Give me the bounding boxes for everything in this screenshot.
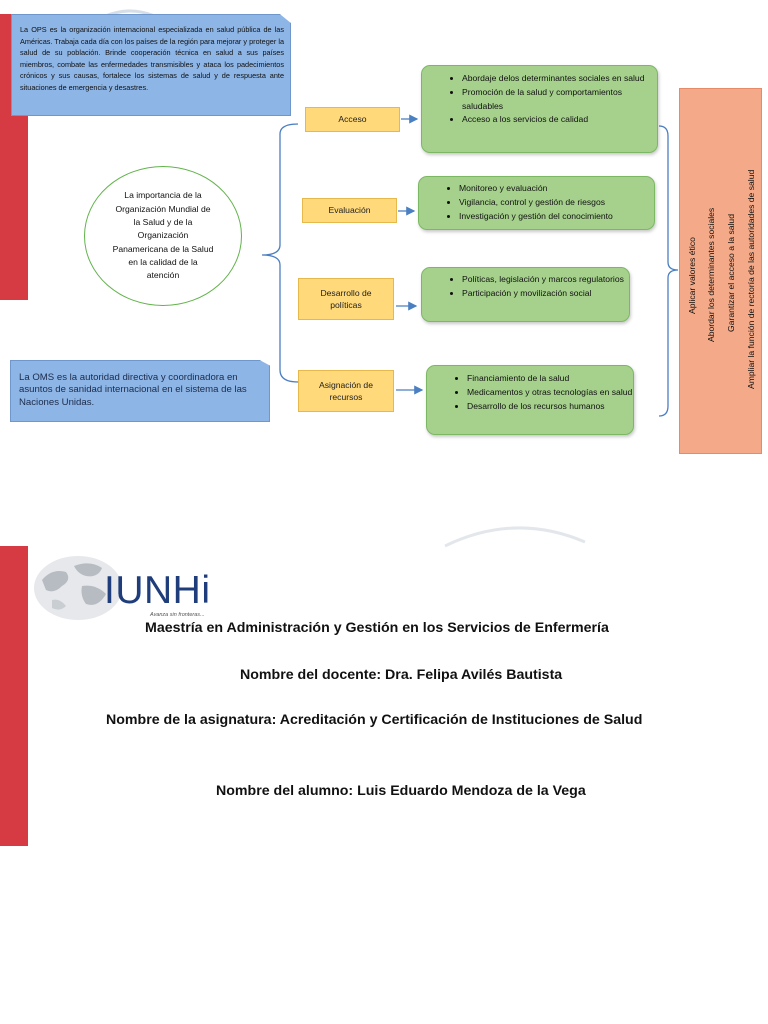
subject-name: Nombre de la asignatura: Acreditación y … <box>106 712 643 728</box>
detail-box-recursos: Financiamiento de la salud Medicamentos … <box>426 365 634 435</box>
category-box-evaluacion: Evaluación <box>302 198 397 223</box>
outcome-item: Aplicar valores ético <box>687 237 697 314</box>
outcomes-panel: Aplicar valores ético Abordar los determ… <box>679 88 762 454</box>
list-item: Monitoreo y evaluación <box>459 182 654 196</box>
list-item: Desarrollo de los recursos humanos <box>467 400 633 414</box>
decorative-arc <box>444 526 586 548</box>
list-item: Vigilancia, control y gestión de riesgos <box>459 196 654 210</box>
detail-box-evaluacion: Monitoreo y evaluación Vigilancia, contr… <box>418 176 655 230</box>
oms-description-box: La OMS es la autoridad directiva y coord… <box>10 360 270 422</box>
detail-box-acceso: Abordaje delos determinantes sociales en… <box>421 65 658 153</box>
detail-box-politicas: Políticas, legislación y marcos regulato… <box>421 267 630 322</box>
list-item: Investigación y gestión del conocimiento <box>459 210 654 224</box>
central-topic-oval: La importancia de la Organización Mundia… <box>84 166 242 306</box>
right-bracket <box>658 125 679 417</box>
category-box-asignacion-recursos: Asignación de recursos <box>298 370 394 412</box>
list-item: Políticas, legislación y marcos regulato… <box>462 273 629 287</box>
program-title: Maestría en Administración y Gestión en … <box>145 620 609 636</box>
left-bracket <box>261 123 299 383</box>
outcome-item: Abordar los determinantes sociales <box>706 207 716 342</box>
category-label: Asignación de recursos <box>319 379 373 403</box>
teacher-name: Nombre del docente: Dra. Felipa Avilés B… <box>240 667 563 683</box>
category-box-acceso: Acceso <box>305 107 400 132</box>
list-item: Promoción de la salud y comportamientos … <box>462 86 657 114</box>
category-label: Acceso <box>338 114 367 125</box>
category-label: Evaluación <box>328 205 371 216</box>
ops-description-box: La OPS es la organización internacional … <box>11 14 291 116</box>
logo-tagline: Avanza sin fronteras... <box>150 612 205 618</box>
outcome-item: Ampliar la función de rectoría de las au… <box>746 169 756 389</box>
list-item: Abordaje delos determinantes sociales en… <box>462 72 657 86</box>
connector-lines <box>261 114 679 417</box>
list-item: Medicamentos y otras tecnologías en salu… <box>467 386 633 400</box>
oms-description-text: La OMS es la autoridad directiva y coord… <box>19 372 247 408</box>
list-item: Acceso a los servicios de calidad <box>462 113 657 127</box>
red-accent-bar-bottom <box>0 546 28 846</box>
category-box-desarrollo-politicas: Desarrollo de políticas <box>298 278 394 320</box>
iunhi-logo: IUNHi Avanza sin fronteras... <box>32 550 252 630</box>
student-name: Nombre del alumno: Luis Eduardo Mendoza … <box>216 783 586 799</box>
list-item: Financiamiento de la salud <box>467 372 633 386</box>
category-label: Desarrollo de políticas <box>320 287 372 311</box>
outcome-item: Garantizar el acceso a la salud <box>726 214 736 332</box>
globe-icon <box>34 556 122 620</box>
ops-description-text: La OPS es la organización internacional … <box>20 25 284 92</box>
list-item: Participación y movilización social <box>462 287 629 301</box>
central-topic-text: La importancia de la Organización Mundia… <box>112 190 214 281</box>
logo-wordmark: IUNHi <box>104 569 211 612</box>
